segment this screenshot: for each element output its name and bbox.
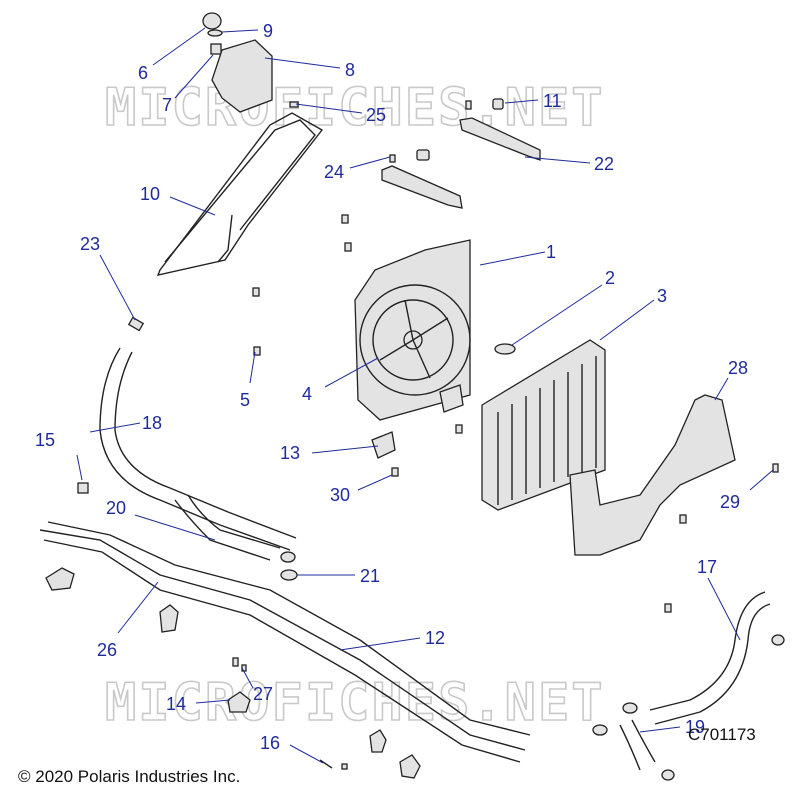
coolant-bottle-part xyxy=(211,39,273,113)
callout-6: 6 xyxy=(138,63,148,83)
radiator-fins-part xyxy=(497,356,597,505)
hose-clamp-part xyxy=(622,702,638,714)
callout-9: 9 xyxy=(263,21,273,41)
bolt-part xyxy=(252,287,260,297)
bolt-part xyxy=(679,514,687,524)
bolt-part xyxy=(465,100,472,110)
hose-clamp-part xyxy=(592,724,608,736)
callout-16: 16 xyxy=(260,733,280,753)
callout-11: 11 xyxy=(543,91,562,111)
diagram-code: C701173 xyxy=(688,725,756,744)
bolt-part xyxy=(389,154,396,163)
callout-1: 1 xyxy=(546,242,556,262)
callout-29: 29 xyxy=(720,492,740,512)
hose-clamp-part xyxy=(280,569,298,581)
overflow-hose-part xyxy=(156,112,324,276)
radiator-hose-part xyxy=(114,351,297,539)
bolt-part xyxy=(391,467,399,477)
hose-part xyxy=(631,719,656,763)
radiator-part xyxy=(481,339,606,511)
air-deflector-part xyxy=(569,394,736,556)
hose-clamp-part xyxy=(280,551,296,563)
clamp-part xyxy=(45,567,75,591)
bolt-part xyxy=(771,634,785,646)
callout-7: 7 xyxy=(162,95,172,115)
overflow-hose-part xyxy=(217,214,233,263)
callout-5: 5 xyxy=(240,390,250,410)
lower-hose-part xyxy=(649,591,766,711)
callout-25: 25 xyxy=(366,105,386,125)
leader-lines xyxy=(76,27,774,764)
nut-part xyxy=(341,763,348,770)
callout-17: 17 xyxy=(697,557,717,577)
fan-blades-part xyxy=(372,299,454,381)
callout-8: 8 xyxy=(345,60,355,80)
clamp-part xyxy=(227,691,251,713)
callout-3: 3 xyxy=(657,286,667,306)
callout-2: 2 xyxy=(605,268,615,288)
callout-23: 23 xyxy=(80,234,100,254)
bolt-part xyxy=(455,424,463,434)
callout-22: 22 xyxy=(594,154,614,174)
mount-bracket-part xyxy=(439,384,464,413)
callout-24: 24 xyxy=(324,162,344,182)
clamp-part xyxy=(159,604,179,633)
filler-neck-part xyxy=(210,43,222,55)
callout-15: 15 xyxy=(35,430,55,450)
bracket-lower-part xyxy=(381,165,463,209)
watermark-bottom: MICROFICHES.NET xyxy=(105,673,605,733)
lower-hose-part xyxy=(654,603,771,725)
hose-fitting-part xyxy=(127,316,145,332)
callout-26: 26 xyxy=(97,640,117,660)
clamp-part xyxy=(369,729,387,753)
callout-27: 27 xyxy=(253,684,273,704)
callout-19: 19 xyxy=(685,717,705,737)
bolt-part xyxy=(253,346,261,356)
callout-30: 30 xyxy=(330,485,350,505)
bolt-part xyxy=(772,463,779,473)
coolant-hose-part xyxy=(187,494,281,549)
callout-18: 18 xyxy=(142,413,162,433)
clamp-part xyxy=(399,754,421,779)
clip-part xyxy=(77,482,89,494)
o-ring-part xyxy=(207,29,223,37)
bolt-part xyxy=(232,657,239,667)
grommet-part xyxy=(416,149,430,161)
grommet-part xyxy=(492,98,504,110)
cap-part xyxy=(202,12,222,30)
mount-bracket-part xyxy=(371,431,396,459)
callout-20: 20 xyxy=(106,498,126,518)
radiator-cap-part xyxy=(494,343,516,355)
hose-part xyxy=(619,724,641,771)
callout-12: 12 xyxy=(425,628,445,648)
hose-clamp-part xyxy=(661,769,675,781)
callout-10: 10 xyxy=(140,184,160,204)
bolt-part xyxy=(664,603,672,613)
callout-28: 28 xyxy=(728,358,748,378)
copyright-text: © 2020 Polaris Industries Inc. xyxy=(18,767,240,786)
callout-14: 14 xyxy=(166,694,186,714)
bolt-part xyxy=(344,242,352,252)
overflow-hose-part xyxy=(164,119,316,263)
fan-blades-part xyxy=(379,299,449,379)
fan-shroud-part xyxy=(354,239,471,421)
coolant-hose-part xyxy=(174,499,271,561)
callout-21: 21 xyxy=(360,566,380,586)
coolant-tube-part xyxy=(39,529,526,751)
bolt-part xyxy=(341,214,349,224)
watermark-top: MICROFICHES.NET xyxy=(105,78,605,138)
radiator-hose-part xyxy=(99,347,291,551)
screw-part xyxy=(319,759,333,769)
coolant-tube-part xyxy=(47,521,531,736)
callout-13: 13 xyxy=(280,443,300,463)
coolant-tube-part xyxy=(43,539,521,763)
callout-4: 4 xyxy=(302,384,312,404)
fan-ring-part xyxy=(359,284,471,396)
bracket-upper-part xyxy=(459,117,541,161)
